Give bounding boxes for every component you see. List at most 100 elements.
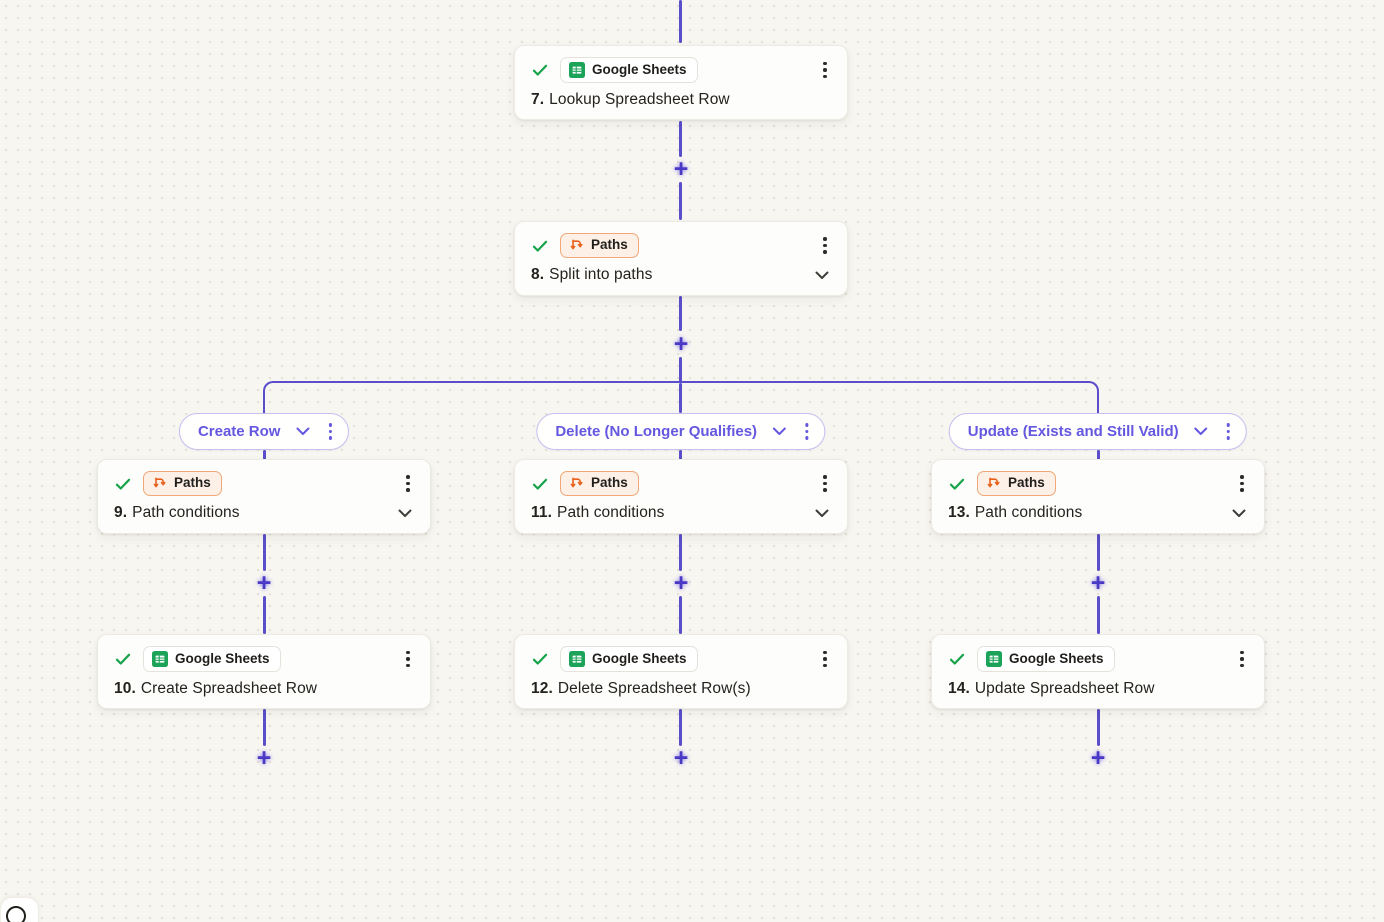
step-node-9[interactable]: Paths 9. Path conditions [97,459,431,534]
app-label: Google Sheets [592,650,687,666]
kebab-menu-icon[interactable] [1236,472,1248,494]
connector-line [263,596,266,634]
step-title-row: 14. Update Spreadsheet Row [948,680,1248,699]
add-step-button[interactable]: + [673,743,689,772]
kebab-menu-icon[interactable] [402,648,414,670]
kebab-menu-icon[interactable] [1223,420,1235,442]
chevron-down-icon[interactable] [1192,425,1210,438]
kebab-menu-icon[interactable] [819,648,831,670]
connector-line [679,357,682,383]
step-title-row: 8. Split into paths [531,266,831,285]
chevron-down-icon[interactable] [1230,507,1248,520]
step-number: 13. [948,504,970,521]
kebab-menu-icon[interactable] [1236,648,1248,670]
chevron-down-icon[interactable] [813,269,831,282]
app-label: Google Sheets [592,61,687,77]
success-check-icon [114,650,132,668]
kebab-menu-icon[interactable] [819,234,831,256]
path-label-create-row[interactable]: Create Row [178,413,350,450]
step-number: 7. [531,91,545,108]
google-sheets-icon [569,651,585,667]
google-sheets-icon [152,651,168,667]
app-pill-google-sheets: Google Sheets [977,646,1115,672]
step-title: Path conditions [132,504,240,521]
step-title: Lookup Spreadsheet Row [549,91,730,108]
app-pill-paths: Paths [560,471,639,496]
step-title-row: 9. Path conditions [114,504,414,523]
add-step-button[interactable]: + [1090,568,1106,597]
magnifier-icon [6,906,26,922]
add-step-button[interactable]: + [256,743,272,772]
step-number: 9. [114,504,128,521]
step-title-row: 12. Delete Spreadsheet Row(s) [531,680,831,699]
connector-line [679,596,682,634]
kebab-menu-icon[interactable] [402,472,414,494]
step-number: 10. [114,680,136,697]
app-label: Paths [591,475,628,491]
add-step-button[interactable]: + [673,154,689,183]
step-title: Path conditions [974,504,1083,521]
paths-split-icon [987,477,1000,488]
connector-line [679,383,682,413]
step-node-13[interactable]: Paths 13. Path conditions [931,459,1265,534]
app-pill-google-sheets: Google Sheets [143,646,281,672]
step-number: 8. [531,266,545,283]
step-node-10[interactable]: Google Sheets 10. Create Spreadsheet Row [97,634,431,709]
connector-line [679,121,682,157]
kebab-menu-icon[interactable] [801,420,813,442]
kebab-menu-icon[interactable] [819,472,831,494]
connector-line [679,709,682,746]
step-node-11[interactable]: Paths 11. Path conditions [514,459,848,534]
path-label-delete[interactable]: Delete (No Longer Qualifies) [536,413,826,450]
app-pill-paths: Paths [560,233,639,258]
branch-connector [263,381,1099,414]
step-node-8[interactable]: Paths 8. Split into paths [514,221,848,296]
step-node-14[interactable]: Google Sheets 14. Update Spreadsheet Row [931,634,1265,709]
paths-split-icon [153,477,166,488]
step-title: Path conditions [557,504,665,521]
chevron-down-icon[interactable] [293,425,311,438]
step-node-12[interactable]: Google Sheets 12. Delete Spreadsheet Row… [514,634,848,709]
connector-line [679,296,682,331]
connector-line [1097,596,1100,634]
app-pill-paths: Paths [143,471,222,496]
app-label: Google Sheets [1009,650,1104,666]
step-title: Split into paths [549,266,653,283]
chevron-down-icon[interactable] [813,507,831,520]
chevron-down-icon[interactable] [770,425,788,438]
connector-line [679,182,682,220]
path-label-text: Update (Exists and Still Valid) [967,423,1179,440]
step-title: Delete Spreadsheet Row(s) [557,680,751,697]
step-number: 12. [531,680,553,697]
path-label-text: Delete (No Longer Qualifies) [555,423,758,440]
connector-line [1097,709,1100,746]
add-step-button[interactable]: + [1090,743,1106,772]
connector-line [263,450,266,460]
path-label-update[interactable]: Update (Exists and Still Valid) [948,413,1248,450]
add-step-button[interactable]: + [673,568,689,597]
success-check-icon [948,475,966,493]
add-step-button[interactable]: + [256,568,272,597]
kebab-menu-icon[interactable] [819,59,831,81]
step-node-7[interactable]: Google Sheets 7. Lookup Spreadsheet Row [514,45,848,120]
add-step-button[interactable]: + [673,329,689,358]
success-check-icon [114,475,132,493]
step-title: Create Spreadsheet Row [140,680,318,697]
app-label: Paths [1008,475,1045,491]
kebab-menu-icon[interactable] [324,420,336,442]
connector-line [679,534,682,571]
connector-line [1097,450,1100,460]
path-label-text: Create Row [197,423,281,440]
connector-line [1097,534,1100,571]
step-number: 14. [948,680,970,697]
app-label: Paths [591,237,628,253]
zoom-control[interactable] [0,897,39,922]
chevron-down-icon[interactable] [396,507,414,520]
app-pill-google-sheets: Google Sheets [560,646,698,672]
paths-split-icon [570,239,583,250]
paths-split-icon [570,477,583,488]
step-number: 11. [531,504,552,521]
app-pill-google-sheets: Google Sheets [560,57,698,83]
app-pill-paths: Paths [977,471,1056,496]
